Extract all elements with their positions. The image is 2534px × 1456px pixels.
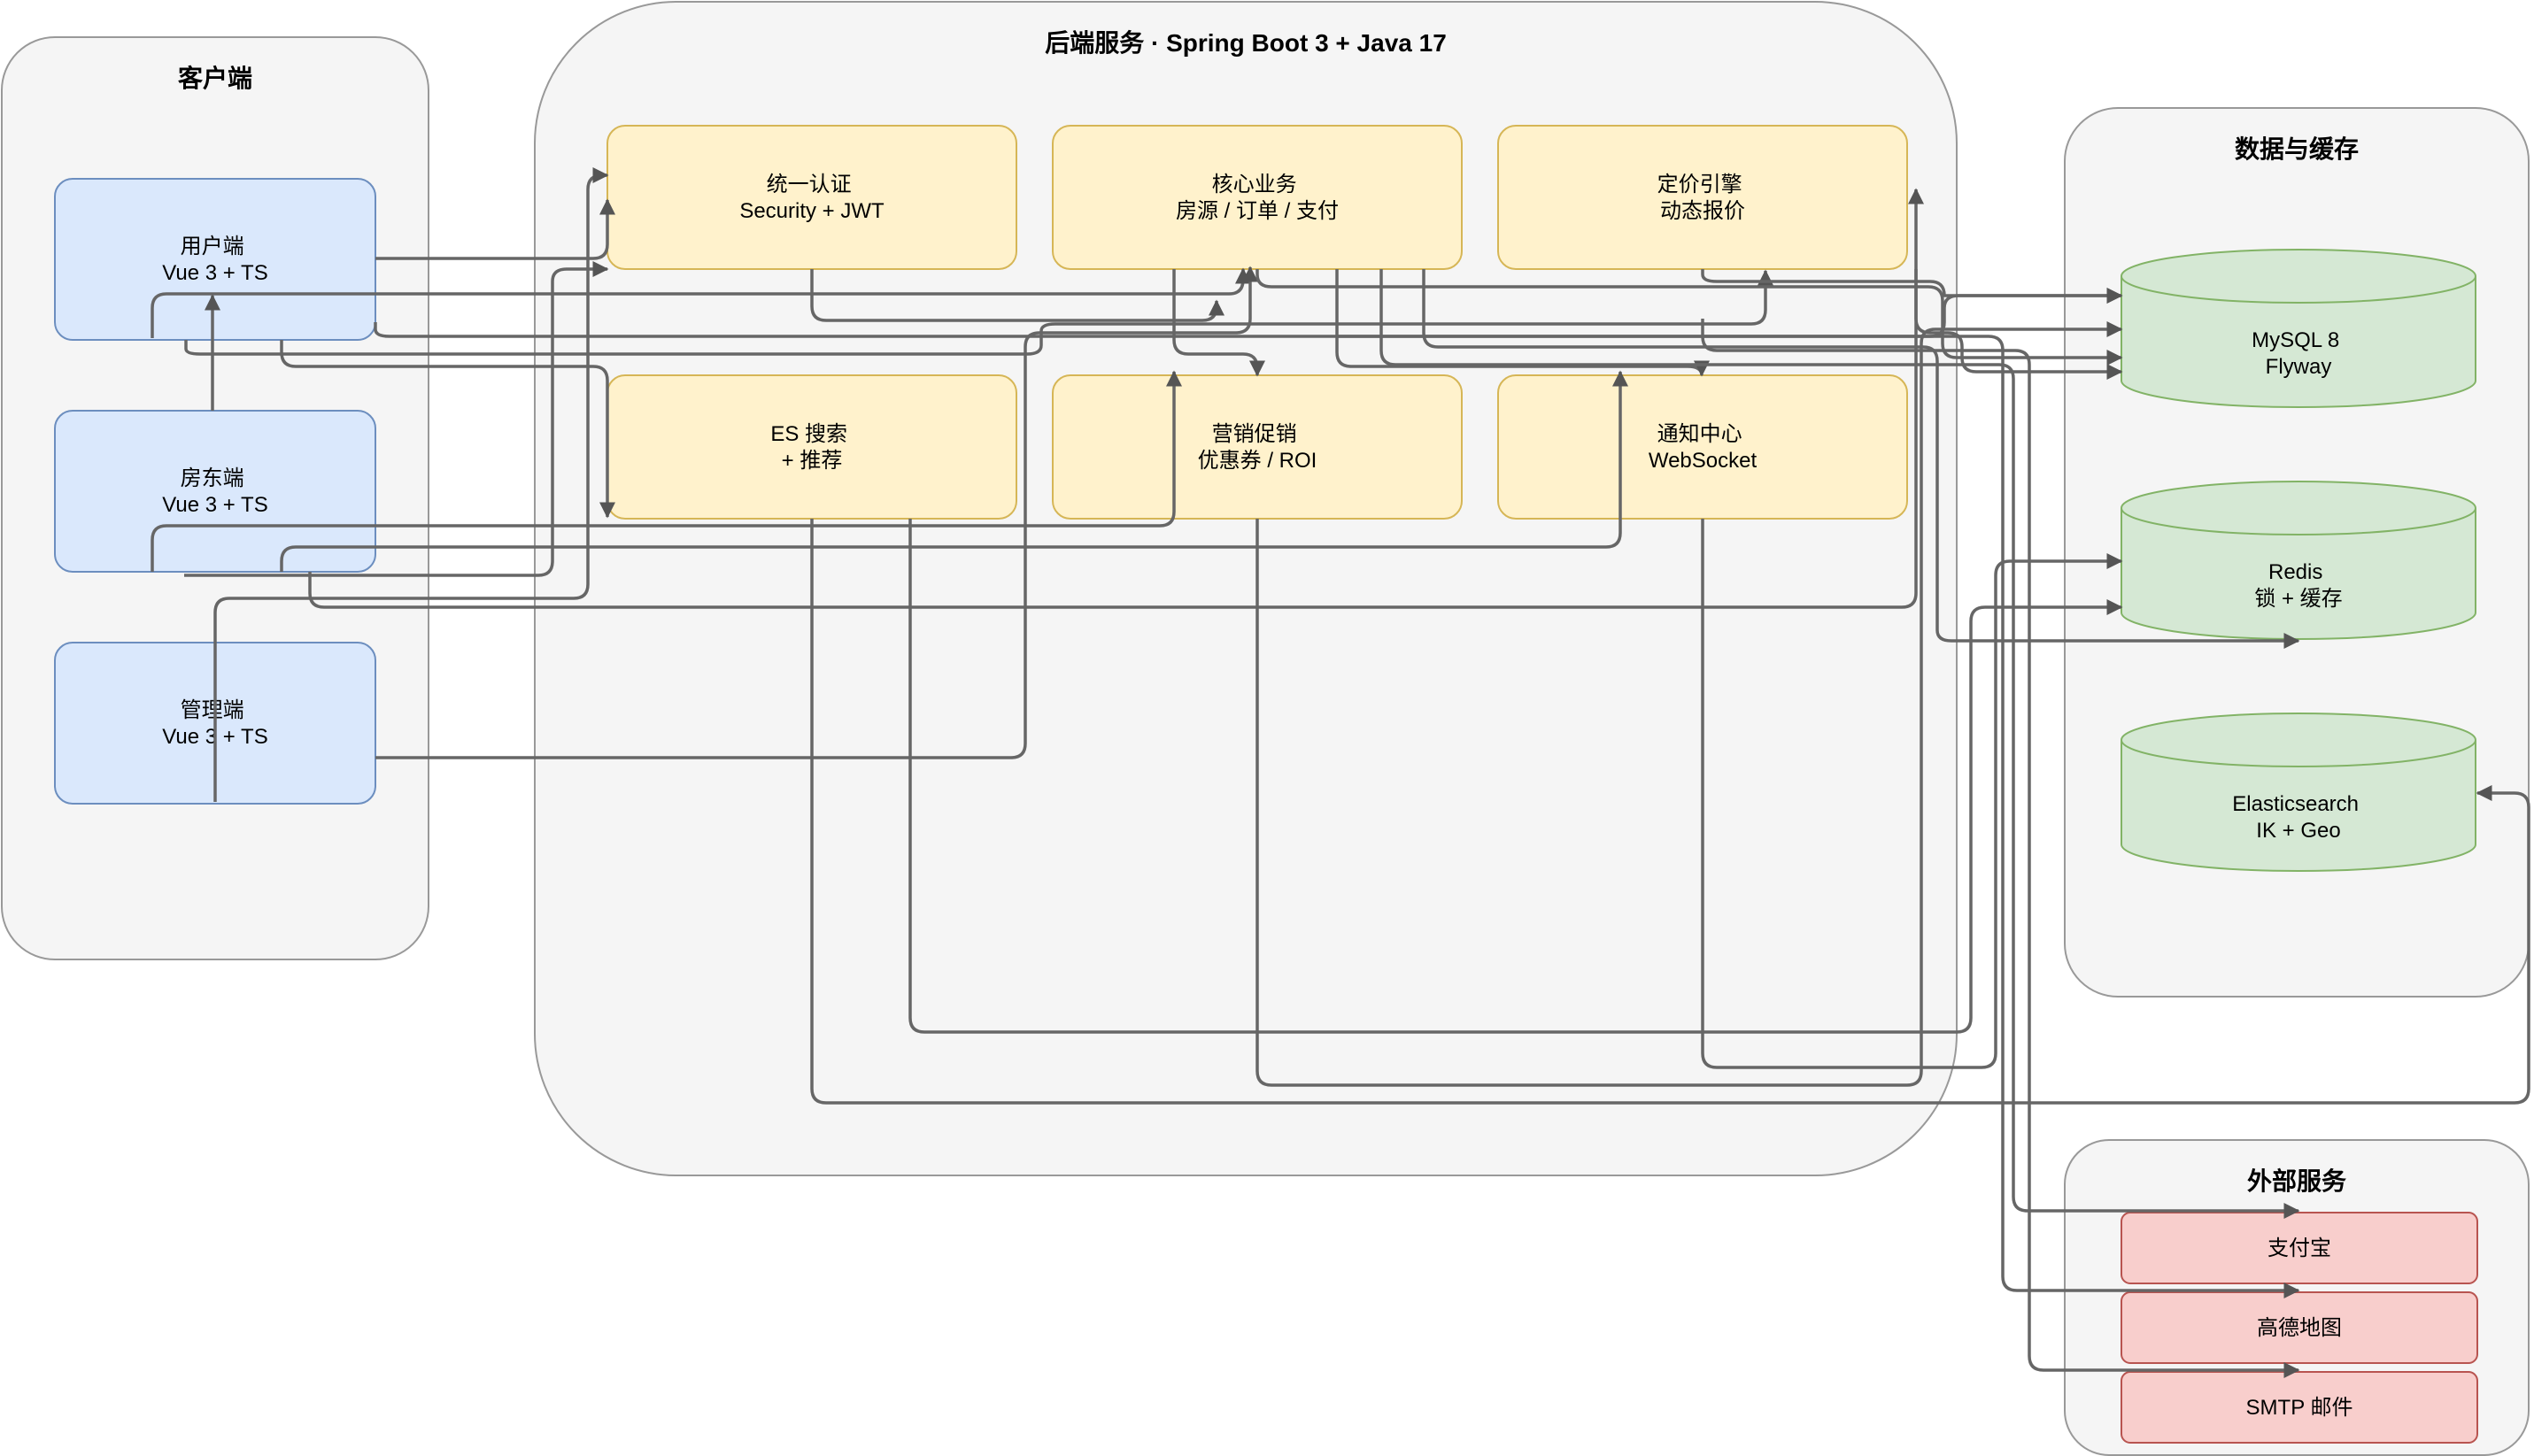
external-node-alipay[interactable]: 支付宝	[2121, 1212, 2478, 1284]
store-node-redis-subtitle: 锁 + 缓存	[2254, 587, 2342, 611]
store-node-redis[interactable]: Redis 锁 + 缓存	[2121, 481, 2476, 640]
edge-core-to-alipay	[1379, 269, 2300, 1219]
service-node-notify[interactable]: 通知中心 WebSocket	[1497, 374, 1908, 520]
service-node-search-subtitle: + 推荐	[782, 449, 843, 473]
service-node-marketing-subtitle: 优惠券 / ROI	[1198, 449, 1317, 473]
client-node-landlord[interactable]: 房东端 Vue 3 + TS	[54, 410, 376, 573]
service-node-core[interactable]: 核心业务 房源 / 订单 / 支付	[1052, 125, 1463, 270]
store-node-mysql-title: MySQL 8	[2252, 328, 2339, 352]
edge-admin-to-auth	[213, 167, 609, 802]
svg-text:营销促销 优惠券 / ROI: 营销促销 优惠券 / ROI	[1198, 422, 1317, 473]
client-node-user[interactable]: 用户端 Vue 3 + TS	[54, 178, 376, 341]
edge-user-to-pricing	[184, 269, 1773, 356]
edge-notify-to-smtp	[1701, 319, 2300, 1378]
edge-layer	[151, 167, 2530, 1378]
external-group-title: 外部服务	[2247, 1167, 2346, 1195]
edge-core-to-mysql	[1255, 269, 2123, 366]
svg-text:统一认证 Security + JWT: 统一认证 Security + JWT	[739, 173, 885, 223]
service-node-core-subtitle: 房源 / 订单 / 支付	[1176, 199, 1339, 223]
svg-text:Redis 锁 + 缓存: Redis 锁 + 缓存	[2254, 560, 2342, 611]
edge-admin-to-core	[375, 266, 1258, 759]
svg-text:通知中心 WebSocket: 通知中心 WebSocket	[1649, 422, 1758, 473]
edge-auth-to-mysql	[810, 269, 1225, 322]
edge-core-to-amap	[1337, 335, 2300, 1298]
client-group-title: 客户端	[178, 64, 252, 92]
external-node-smtp-label: SMTP 邮件	[2246, 1396, 2353, 1420]
client-node-user-title: 用户端	[181, 235, 244, 258]
svg-text:用户端 Vue 3 + TS: 用户端 Vue 3 + TS	[162, 235, 267, 285]
service-node-marketing[interactable]: 营销促销 优惠券 / ROI	[1052, 374, 1463, 520]
svg-text:房东端 Vue 3 + TS: 房东端 Vue 3 + TS	[162, 466, 267, 517]
service-node-search-title: ES 搜索	[770, 422, 847, 446]
service-node-notify-title: 通知中心	[1657, 422, 1742, 446]
svg-text:核心业务 房源 / 订单 / 支付: 核心业务 房源 / 订单 / 支付	[1176, 173, 1339, 223]
edge-user-to-core	[151, 267, 1251, 338]
external-node-smtp[interactable]: SMTP 邮件	[2121, 1371, 2478, 1444]
external-node-amap[interactable]: 高德地图	[2121, 1291, 2478, 1364]
edge-notify-to-redis	[1701, 519, 2123, 1069]
store-node-redis-title: Redis	[2268, 560, 2322, 584]
edge-core-to-marketing	[1172, 269, 1265, 377]
data-group-title: 数据与缓存	[2235, 135, 2359, 163]
edge-search-to-redis	[908, 519, 2123, 1034]
store-node-mysql-subtitle: Flyway	[2266, 355, 2332, 379]
client-node-user-subtitle: Vue 3 + TS	[162, 261, 267, 285]
service-node-core-title: 核心业务	[1212, 173, 1297, 196]
edge-user-to-auth	[375, 198, 615, 260]
service-node-pricing-subtitle: 动态报价	[1660, 199, 1745, 223]
svg-text:Elasticsearch IK + Geo: Elasticsearch IK + Geo	[2232, 792, 2364, 843]
store-node-elasticsearch-subtitle: IK + Geo	[2256, 819, 2340, 843]
service-node-search[interactable]: ES 搜索 + 推荐	[606, 374, 1017, 520]
edge-landlord-to-notify	[280, 370, 1628, 572]
edge-search-to-es	[810, 519, 2530, 1105]
service-node-auth-subtitle: Security + JWT	[739, 199, 885, 223]
external-node-amap-label: 高德地图	[2257, 1316, 2342, 1340]
store-node-mysql[interactable]: MySQL 8 Flyway	[2121, 249, 2476, 408]
client-node-landlord-title: 房东端	[181, 466, 244, 490]
edge-user-to-search	[280, 340, 615, 519]
edge-pricing-to-redis	[1914, 269, 2123, 380]
service-node-notify-subtitle: WebSocket	[1649, 449, 1758, 473]
edge-marketing-to-mysql	[1255, 321, 2123, 1087]
svg-text:MySQL 8 Flyway: MySQL 8 Flyway	[2252, 328, 2345, 379]
service-node-marketing-title: 营销促销	[1212, 422, 1297, 446]
service-node-auth-title: 统一认证	[767, 173, 852, 196]
service-node-pricing-title: 定价引擎	[1657, 173, 1742, 196]
client-node-landlord-subtitle: Vue 3 + TS	[162, 493, 267, 517]
store-node-elasticsearch[interactable]: Elasticsearch IK + Geo	[2121, 713, 2476, 872]
backend-group-title: 后端服务 · Spring Boot 3 + Java 17	[1045, 29, 1447, 57]
svg-text:定价引擎 动态报价: 定价引擎 动态报价	[1657, 173, 1749, 223]
service-node-auth[interactable]: 统一认证 Security + JWT	[606, 125, 1017, 270]
store-node-elasticsearch-title: Elasticsearch	[2232, 792, 2359, 816]
edge-landlord-to-auth	[184, 261, 609, 577]
edge-pricing-to-mysql	[1701, 269, 2123, 304]
external-node-alipay-label: 支付宝	[2267, 1236, 2331, 1260]
edge-landlord-to-marketing	[151, 370, 1182, 572]
service-node-pricing[interactable]: 定价引擎 动态报价	[1497, 125, 1908, 270]
svg-text:ES 搜索 + 推荐: ES 搜索 + 推荐	[770, 422, 853, 473]
client-node-admin-title: 管理端	[181, 698, 244, 722]
edge-core-to-notify	[1335, 269, 1710, 377]
